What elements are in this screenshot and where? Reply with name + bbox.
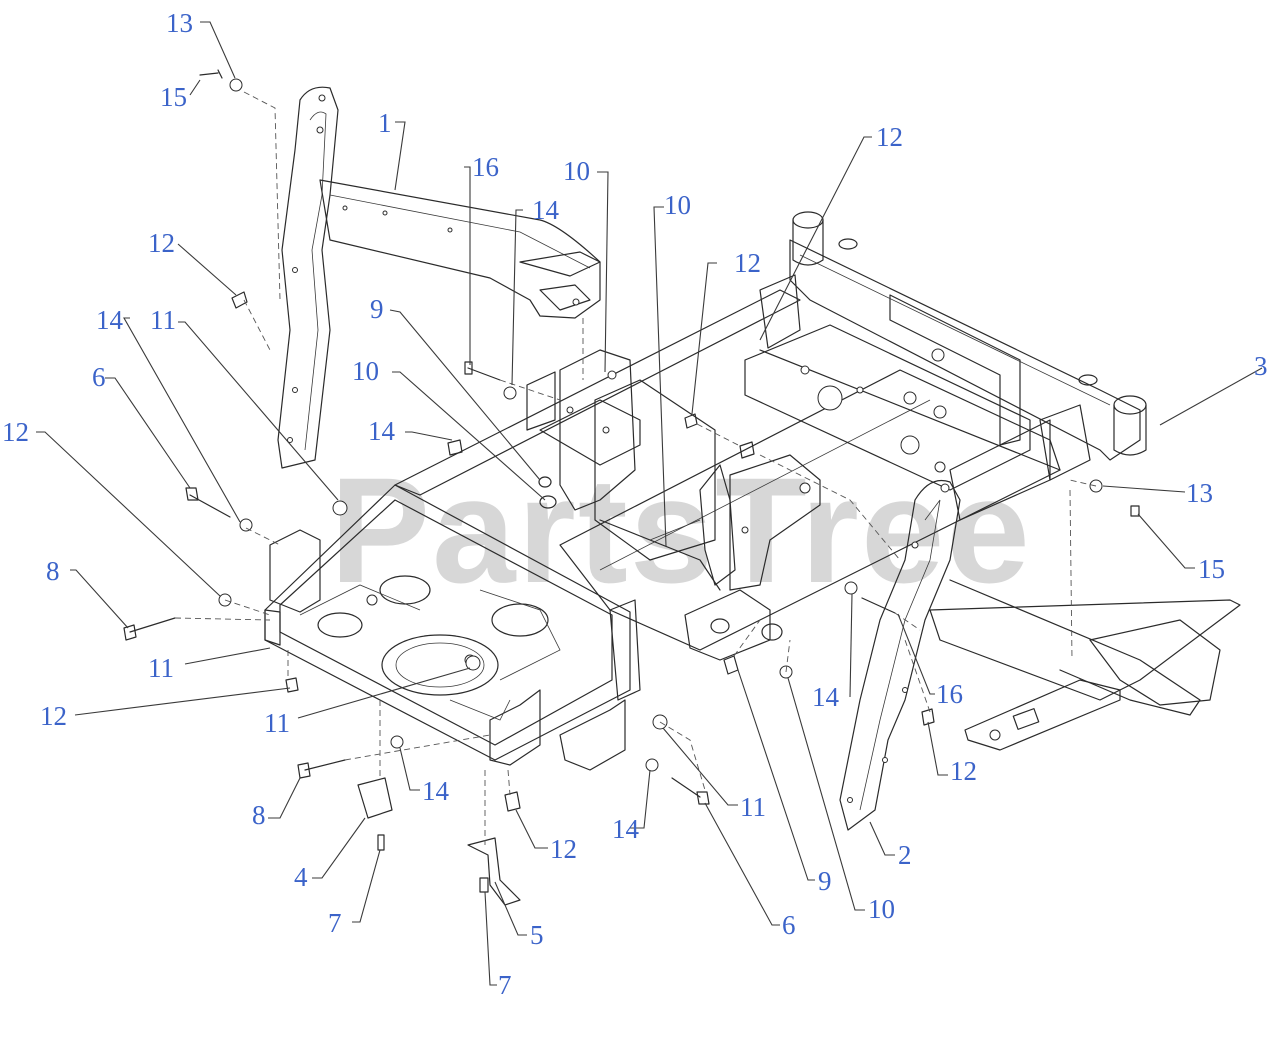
callout-15: 15 [1198,554,1225,584]
callout-7: 7 [328,908,342,938]
callout-11: 11 [264,708,290,738]
callout-12: 12 [550,834,577,864]
callout-8: 8 [252,800,266,830]
callout-12: 14 [368,416,396,446]
callout-14: 14 [612,814,640,844]
callout-10: 10 [563,156,590,186]
callout-14: 14 [812,682,840,712]
front-axle-mount [559,589,783,771]
callout-5: 5 [530,920,544,950]
callout-10: 10 [664,190,691,220]
callout-10: 10 [352,356,379,386]
callout-11: 11 [740,792,766,822]
callout-15: 15 [160,82,187,112]
callout-16: 16 [472,152,499,182]
callout-12: 12 [950,756,977,786]
callout-12: 12 [40,701,67,731]
callout-6: 6 [92,362,106,392]
leader-lines [36,21,1263,986]
callout-11: 11 [148,653,174,683]
callout-9: 9 [370,294,384,324]
callout-13: 13 [166,8,193,38]
callout-14: 14 [532,195,560,225]
alignment-lines [174,91,1097,845]
callout-3: 3 [1254,351,1268,381]
callout-labels: 13 15 1 16 14 10 10 12 12 12 14 11 9 10 … [2,8,1268,1000]
callout-4: 4 [294,862,308,892]
callout-14: 12 [2,417,29,447]
callout-14: 14 [96,305,124,335]
callout-11: 11 [150,305,176,335]
callout-7: 7 [498,970,512,1000]
callout-12: 12 [148,228,175,258]
watermark: PartsTree [330,446,1032,614]
callout-16: 16 [936,679,963,709]
part-3-rear-frame [744,211,1147,521]
washer-13-top [229,78,243,92]
callout-9: 9 [818,866,832,896]
callout-8: 8 [46,556,60,586]
part-1-left-upright [277,86,601,469]
hardware [123,69,1140,906]
callout-10: 10 [868,894,895,924]
callout-1: 1 [378,108,392,138]
callout-12: 12 [734,248,761,278]
callout-14: 14 [422,776,450,806]
callout-12: 12 [876,122,903,152]
callout-2: 2 [898,840,912,870]
part-2-right-upright [839,479,1241,831]
callout-6: 6 [782,910,796,940]
callout-13: 13 [1186,478,1213,508]
